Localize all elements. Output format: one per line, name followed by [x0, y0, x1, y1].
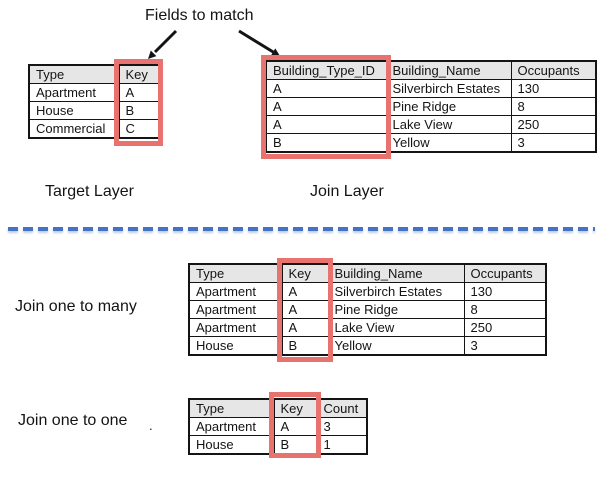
one-to-many-table-wrapper: Type Key Building_Name Occupants Apartme… [188, 258, 547, 362]
table-cell: 130 [510, 79, 597, 98]
table-row: House B [28, 101, 160, 120]
table-cell: House [28, 101, 120, 120]
table-row: Apartment A Silverbirch Estates 130 [188, 282, 547, 301]
table-cell: 3 [463, 336, 547, 356]
table-row: Commercial C [28, 119, 160, 139]
table-row: A Silverbirch Estates 130 [265, 79, 597, 98]
table-row: B Yellow 3 [265, 133, 597, 153]
join-layer-label: Join Layer [310, 183, 384, 200]
table-cell: Apartment [28, 83, 120, 102]
header-cell: Building_Name [327, 263, 465, 283]
section-divider [8, 227, 595, 231]
table-cell: House [188, 435, 275, 455]
header-cell: Type [188, 263, 283, 283]
header-cell: Building_Name [385, 60, 512, 80]
down-left-arrow-icon [148, 29, 178, 59]
table-cell: A [281, 282, 329, 301]
table-cell: 250 [510, 115, 597, 134]
table-cell: A [265, 115, 387, 134]
table-row: A Pine Ridge 8 [265, 97, 597, 116]
one-to-one-table-wrapper: Type Key Count Apartment A 3 House B 1 [188, 392, 368, 458]
table-cell: Pine Ridge [327, 300, 465, 319]
join-one-to-one-label: Join one to one [18, 412, 128, 429]
table-cell: A [281, 300, 329, 319]
table-header-row: Type Key Count [188, 398, 368, 418]
table-cell: A [265, 79, 387, 98]
header-cell: Key [281, 263, 329, 283]
table-cell: Commercial [28, 119, 120, 139]
table-cell: Lake View [327, 318, 465, 337]
down-right-arrow-icon [238, 29, 280, 56]
table-header-row: Type Key Building_Name Occupants [188, 263, 547, 283]
target-layer-label: Target Layer [45, 183, 134, 200]
header-cell: Count [316, 398, 368, 418]
table-cell: A [265, 97, 387, 116]
table-row: House B 1 [188, 435, 368, 455]
table-cell: Apartment [188, 318, 283, 337]
table-cell: B [265, 133, 387, 153]
target-table-wrapper: Type Key Apartment A House B Commercial … [28, 59, 163, 146]
table-cell: 3 [316, 417, 368, 436]
stray-dot: . [149, 418, 153, 433]
table-cell: Yellow [327, 336, 465, 356]
table-cell: 8 [463, 300, 547, 319]
table-header-row: Building_Type_ID Building_Name Occupants [265, 60, 597, 80]
table-cell: B [273, 435, 318, 455]
header-cell: Occupants [510, 60, 597, 80]
table-row: Apartment A [28, 83, 160, 102]
table-row: Apartment A 3 [188, 417, 368, 436]
table-cell: 8 [510, 97, 597, 116]
table-header-row: Type Key [28, 64, 160, 84]
table-cell: A [118, 83, 160, 102]
table-cell: Apartment [188, 282, 283, 301]
table-cell: A [273, 417, 318, 436]
table-cell: 1 [316, 435, 368, 455]
table-cell: Silverbirch Estates [385, 79, 512, 98]
header-cell: Type [188, 398, 275, 418]
table-cell: A [281, 318, 329, 337]
table-row: Apartment A Lake View 250 [188, 318, 547, 337]
header-cell: Type [28, 64, 120, 84]
table-cell: Apartment [188, 417, 275, 436]
table-cell: Apartment [188, 300, 283, 319]
table-cell: B [281, 336, 329, 356]
table-cell: Pine Ridge [385, 97, 512, 116]
fields-to-match-arrows [148, 29, 280, 59]
join-one-to-many-label: Join one to many [15, 298, 137, 315]
table-cell: 250 [463, 318, 547, 337]
table-cell: House [188, 336, 283, 356]
table-row: A Lake View 250 [265, 115, 597, 134]
join-table-wrapper: Building_Type_ID Building_Name Occupants… [261, 55, 597, 159]
one-to-one-table: Type Key Count Apartment A 3 House B 1 [188, 398, 368, 455]
join-table: Building_Type_ID Building_Name Occupants… [265, 60, 597, 153]
table-cell: Lake View [385, 115, 512, 134]
table-row: Apartment A Pine Ridge 8 [188, 300, 547, 319]
target-table: Type Key Apartment A House B Commercial … [28, 64, 160, 139]
header-cell: Occupants [463, 263, 547, 283]
table-cell: 3 [510, 133, 597, 153]
fields-to-match-caption: Fields to match [145, 7, 254, 24]
header-cell: Building_Type_ID [265, 60, 387, 80]
header-cell: Key [118, 64, 160, 84]
header-cell: Key [273, 398, 318, 418]
table-cell: B [118, 101, 160, 120]
table-cell: Silverbirch Estates [327, 282, 465, 301]
table-cell: C [118, 119, 160, 139]
table-row: House B Yellow 3 [188, 336, 547, 356]
table-cell: 130 [463, 282, 547, 301]
one-to-many-table: Type Key Building_Name Occupants Apartme… [188, 263, 547, 356]
table-cell: Yellow [385, 133, 512, 153]
